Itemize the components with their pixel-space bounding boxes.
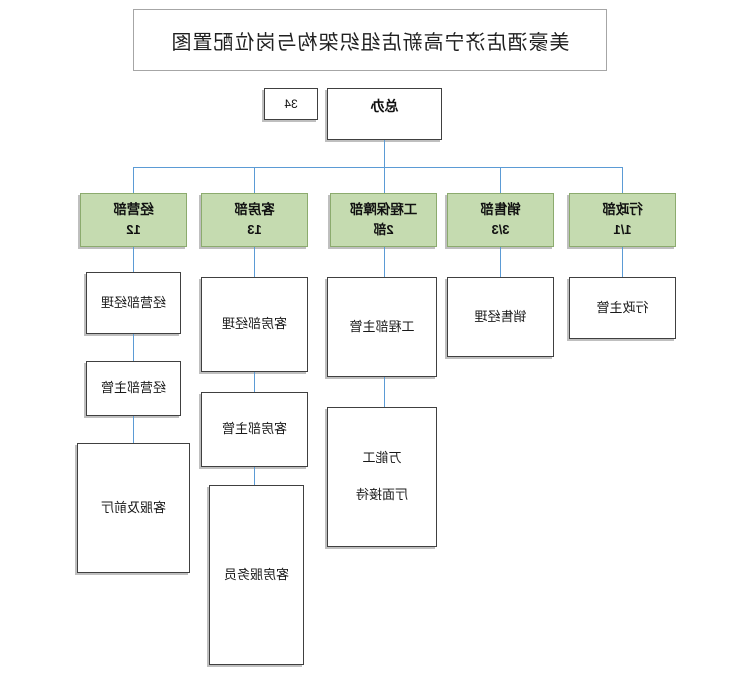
role-operations-supervisor-box[interactable]: 经营部主管 bbox=[86, 361, 181, 416]
role-engineering-supervisor-label: 工程部主管 bbox=[349, 318, 415, 334]
role-engineering-staff-label-2: 厅面接待 bbox=[356, 487, 409, 502]
node-root-count-cell: 34 bbox=[264, 88, 318, 120]
dept-sales-label: 销售部 bbox=[480, 201, 521, 217]
role-rooms-attendant-label: 客房服务员 bbox=[224, 566, 290, 582]
connector-operations-to-role3 bbox=[133, 416, 134, 443]
connector-engineering-to-role2 bbox=[384, 377, 385, 407]
role-operations-manager-box[interactable]: 经营部经理 bbox=[86, 272, 181, 334]
dept-engineering-box[interactable]: 工程保障部 2部 bbox=[330, 193, 437, 247]
connector-rooms-to-role2 bbox=[254, 372, 255, 392]
role-operations-manager-label: 经营部经理 bbox=[101, 294, 167, 310]
role-rooms-supervisor-label: 客房部主管 bbox=[222, 421, 288, 437]
node-root[interactable]: 总办 bbox=[327, 88, 442, 140]
role-admin-supervisor-label: 行政主管 bbox=[596, 299, 649, 315]
dept-admin-box[interactable]: 行政部 1/1 bbox=[569, 193, 676, 247]
connector-drop-engineering bbox=[384, 167, 385, 193]
role-operations-frontdesk-label: 客服及前厅 bbox=[101, 499, 167, 515]
dept-sales-box[interactable]: 销售部 3/3 bbox=[447, 193, 554, 247]
connector-drop-admin bbox=[622, 167, 623, 193]
connector-bus-horizontal bbox=[134, 167, 623, 168]
role-operations-supervisor-label: 经营部主管 bbox=[101, 380, 167, 396]
connector-rooms-to-role3 bbox=[254, 467, 255, 485]
chart-title-box: 美豪酒店济宁高新店组织架构与岗位配置图 bbox=[133, 9, 607, 71]
page-title: 美豪酒店济宁高新店组织架构与岗位配置图 bbox=[170, 31, 570, 54]
connector-engineering-to-role1 bbox=[384, 247, 385, 277]
connector-drop-operations bbox=[133, 167, 134, 193]
dept-operations-box[interactable]: 经营部 12 bbox=[80, 193, 187, 247]
role-engineering-staff-label-1: 万能工 bbox=[362, 450, 402, 466]
dept-operations-label: 经营部 bbox=[113, 201, 154, 217]
role-rooms-manager-box[interactable]: 客房部经理 bbox=[201, 277, 308, 372]
dept-operations-count: 12 bbox=[126, 222, 141, 238]
role-sales-manager-label: 销售经理 bbox=[474, 308, 527, 324]
connector-admin-to-role1 bbox=[622, 247, 623, 277]
connector-drop-rooms bbox=[254, 167, 255, 193]
role-rooms-manager-label: 客房部经理 bbox=[222, 316, 288, 332]
dept-rooms-box[interactable]: 客房部 13 bbox=[201, 193, 308, 247]
role-admin-supervisor-box[interactable]: 行政主管 bbox=[569, 277, 676, 339]
dept-rooms-label: 客房部 bbox=[234, 201, 275, 217]
connector-operations-to-role2 bbox=[133, 334, 134, 361]
node-root-count: 34 bbox=[284, 97, 298, 111]
node-root-label: 总办 bbox=[370, 98, 399, 114]
dept-engineering-label: 工程保障部 bbox=[349, 201, 418, 217]
role-operations-frontdesk-box[interactable]: 客服及前厅 bbox=[77, 443, 190, 573]
dept-rooms-count: 13 bbox=[247, 222, 262, 238]
connector-drop-sales bbox=[500, 167, 501, 193]
role-engineering-staff-box[interactable]: 万能工 厅面接待 bbox=[327, 407, 437, 547]
dept-engineering-count: 2部 bbox=[373, 222, 394, 238]
connector-rooms-to-role1 bbox=[254, 247, 255, 277]
connector-root-down bbox=[384, 140, 385, 167]
dept-admin-label: 行政部 bbox=[602, 201, 643, 217]
connector-operations-to-role1 bbox=[133, 247, 134, 272]
role-sales-manager-box[interactable]: 销售经理 bbox=[447, 277, 554, 357]
role-rooms-supervisor-box[interactable]: 客房部主管 bbox=[201, 392, 308, 467]
dept-sales-count: 3/3 bbox=[491, 222, 510, 238]
role-rooms-attendant-box[interactable]: 客房服务员 bbox=[209, 485, 304, 665]
dept-admin-count: 1/1 bbox=[613, 222, 632, 238]
role-engineering-supervisor-box[interactable]: 工程部主管 bbox=[327, 277, 437, 377]
connector-sales-to-role1 bbox=[500, 247, 501, 277]
